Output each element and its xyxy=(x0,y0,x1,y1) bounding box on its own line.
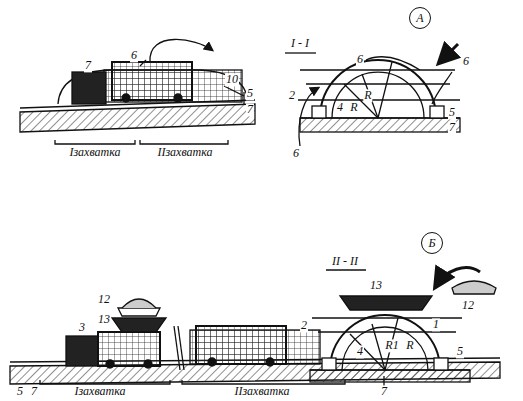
callout-number: R xyxy=(363,89,372,102)
callout-number: 13 xyxy=(97,313,111,326)
callout-number: 6 xyxy=(356,53,364,66)
callout-number: 12 xyxy=(461,299,475,312)
callout-number: R xyxy=(349,101,358,114)
callout-number: 5 xyxy=(16,385,24,398)
section-letter: Б xyxy=(428,236,435,251)
callout-number: 2 xyxy=(288,89,296,102)
zone-label: II - II xyxy=(331,255,359,268)
callout-number: 6 xyxy=(462,55,470,68)
callout-number: 12 xyxy=(97,293,111,306)
callout-number: 6 xyxy=(130,49,138,62)
callout-number: 10 xyxy=(225,73,239,86)
callout-number: 7 xyxy=(380,386,388,399)
callout-number: 7 xyxy=(246,103,254,116)
section-letter: А xyxy=(416,11,423,26)
zone-label: Iзахватка xyxy=(68,146,121,159)
zone-label: IIзахватка xyxy=(233,386,290,399)
callout-number: 4 xyxy=(356,345,364,358)
callout-number: 7 xyxy=(30,385,38,398)
zone-label: IIзахватка xyxy=(156,146,213,159)
callout-number: R xyxy=(405,339,414,352)
callout-number: 13 xyxy=(369,279,383,292)
callout-number: 5 xyxy=(246,87,254,100)
callout-number: 1 xyxy=(432,318,440,331)
callout-number: 3 xyxy=(78,321,86,334)
zone-label: I - I xyxy=(290,37,310,50)
callout-number: R1 xyxy=(384,339,399,352)
callout-number: 2 xyxy=(300,319,308,332)
callout-number: 6 xyxy=(292,147,300,160)
section-marker-circle: А xyxy=(409,7,431,29)
section-marker-circle: Б xyxy=(421,232,443,254)
zone-label: Iзахватка xyxy=(73,386,126,399)
callout-number: 5 xyxy=(448,106,456,119)
callout-number: 7 xyxy=(448,121,456,134)
callout-number: 5 xyxy=(456,345,464,358)
callout-number: 4 xyxy=(336,101,344,114)
callout-number: 7 xyxy=(84,59,92,72)
